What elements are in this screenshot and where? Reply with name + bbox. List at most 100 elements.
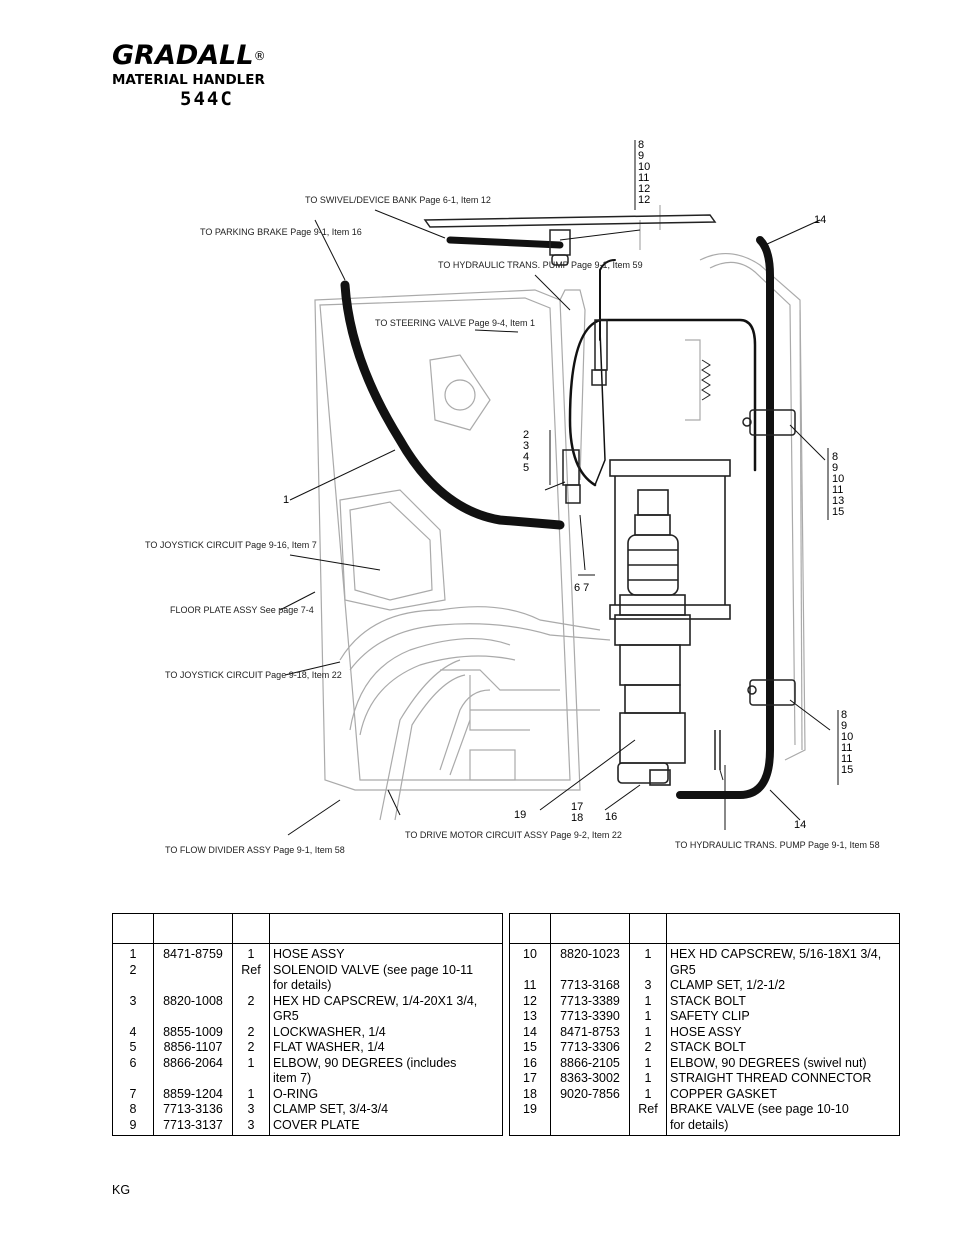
- header-qty: [629, 913, 667, 944]
- brand-logo: GRADALL® MATERIAL HANDLER 544C: [112, 40, 312, 111]
- quantity: 2: [629, 1040, 667, 1056]
- description: SAFETY CLIP: [666, 1009, 900, 1025]
- description: ELBOW, 90 DEGREES (swivel nut): [666, 1055, 900, 1071]
- quantity: 2: [232, 993, 270, 1025]
- part-number: 8820-1008: [153, 993, 233, 1025]
- item-number: 4: [112, 1024, 154, 1040]
- item-number: 17: [509, 1071, 551, 1087]
- quantity: 2: [232, 1040, 270, 1056]
- item-number: 1: [112, 943, 154, 963]
- callout-joystick-circuit-1: TO JOYSTICK CIRCUIT Page 9-16, Item 7: [145, 540, 317, 550]
- item-number: 12: [509, 993, 551, 1009]
- part-number: 8820-1023: [550, 943, 630, 978]
- description: FLAT WASHER, 1/4: [269, 1040, 503, 1056]
- callout-floor-plate: FLOOR PLATE ASSY See page 7-4: [170, 605, 314, 615]
- part-number: [550, 1102, 630, 1136]
- callout-drive-motor-circuit: TO DRIVE MOTOR CIRCUIT ASSY Page 9-2, It…: [405, 830, 622, 840]
- description: HOSE ASSY: [269, 943, 503, 963]
- header-desc: [666, 913, 900, 944]
- label-19: 19: [514, 809, 527, 821]
- callout-flow-divider: TO FLOW DIVIDER ASSY Page 9-1, Item 58: [165, 845, 345, 855]
- item-number: 2: [112, 962, 154, 994]
- quantity: Ref: [232, 962, 270, 994]
- part-number: 7713-3136: [153, 1102, 233, 1118]
- item-number: 8: [112, 1102, 154, 1118]
- quantity: 1: [232, 1055, 270, 1087]
- quantity: 2: [232, 1024, 270, 1040]
- item-number: 10: [509, 943, 551, 978]
- part-number: 7713-3137: [153, 1117, 233, 1136]
- callout-swivel-device-bank: TO SWIVEL/DEVICE BANK Page 6-1, Item 12: [305, 195, 491, 205]
- header-item: [112, 913, 154, 944]
- item-number: 19: [509, 1102, 551, 1136]
- callout-hydraulic-trans-pump-bottom: TO HYDRAULIC TRANS. PUMP Page 9-1, Item …: [675, 840, 880, 850]
- quantity: 3: [232, 1102, 270, 1118]
- quantity: 3: [232, 1117, 270, 1136]
- item-number: 18: [509, 1086, 551, 1102]
- description: CLAMP SET, 1/2-1/2: [666, 978, 900, 994]
- quantity: 3: [629, 978, 667, 994]
- hydraulic-schematic: [279, 140, 839, 836]
- description: HEX HD CAPSCREW, 1/4-20X1 3/4,GR5: [269, 993, 503, 1025]
- label-14-top: 14: [814, 214, 827, 226]
- description: LOCKWASHER, 1/4: [269, 1024, 503, 1040]
- header-item: [509, 913, 551, 944]
- description: STRAIGHT THREAD CONNECTOR: [666, 1071, 900, 1087]
- item-number: 13: [509, 1009, 551, 1025]
- footer-code: KG: [112, 1183, 131, 1197]
- description: CLAMP SET, 3/4-3/4: [269, 1102, 503, 1118]
- part-number: 7713-3389: [550, 993, 630, 1009]
- part-number: 8866-2064: [153, 1055, 233, 1087]
- registered-mark: ®: [253, 49, 266, 63]
- part-number: 8363-3002: [550, 1071, 630, 1087]
- header-desc: [269, 913, 503, 944]
- description: COPPER GASKET: [666, 1086, 900, 1102]
- description: STACK BOLT: [666, 993, 900, 1009]
- description: STACK BOLT: [666, 1040, 900, 1056]
- item-number: 6: [112, 1055, 154, 1087]
- header-part: [153, 913, 233, 944]
- quantity: 1: [629, 1024, 667, 1040]
- callout-parking-brake: TO PARKING BRAKE Page 9-1, Item 16: [200, 227, 362, 237]
- label-1: 1: [283, 494, 290, 506]
- part-number: 8866-2105: [550, 1055, 630, 1071]
- quantity: 1: [629, 1086, 667, 1102]
- description: O-RING: [269, 1086, 503, 1102]
- quantity: 1: [629, 1009, 667, 1025]
- part-number: 8855-1009: [153, 1024, 233, 1040]
- brand-name: GRADALL®: [112, 40, 266, 71]
- part-number: 8859-1204: [153, 1086, 233, 1102]
- item-number: 11: [509, 978, 551, 994]
- label-14-bottom: 14: [794, 819, 807, 831]
- quantity: 1: [629, 1071, 667, 1087]
- item-number: 16: [509, 1055, 551, 1071]
- quantity: Ref: [629, 1102, 667, 1136]
- part-number: 8471-8759: [153, 943, 233, 963]
- header-qty: [232, 913, 270, 944]
- description: HEX HD CAPSCREW, 5/16-18X1 3/4,GR5: [666, 943, 900, 978]
- header-part: [550, 913, 630, 944]
- part-number: 7713-3168: [550, 978, 630, 994]
- label-16: 16: [605, 811, 618, 823]
- callout-hydraulic-trans-pump-top: TO HYDRAULIC TRANS. PUMP Page 9-1, Item …: [438, 260, 643, 270]
- brand-subtitle: MATERIAL HANDLER: [112, 72, 265, 88]
- parts-diagram: TO SWIVEL/DEVICE BANK Page 6-1, Item 12 …: [140, 130, 880, 875]
